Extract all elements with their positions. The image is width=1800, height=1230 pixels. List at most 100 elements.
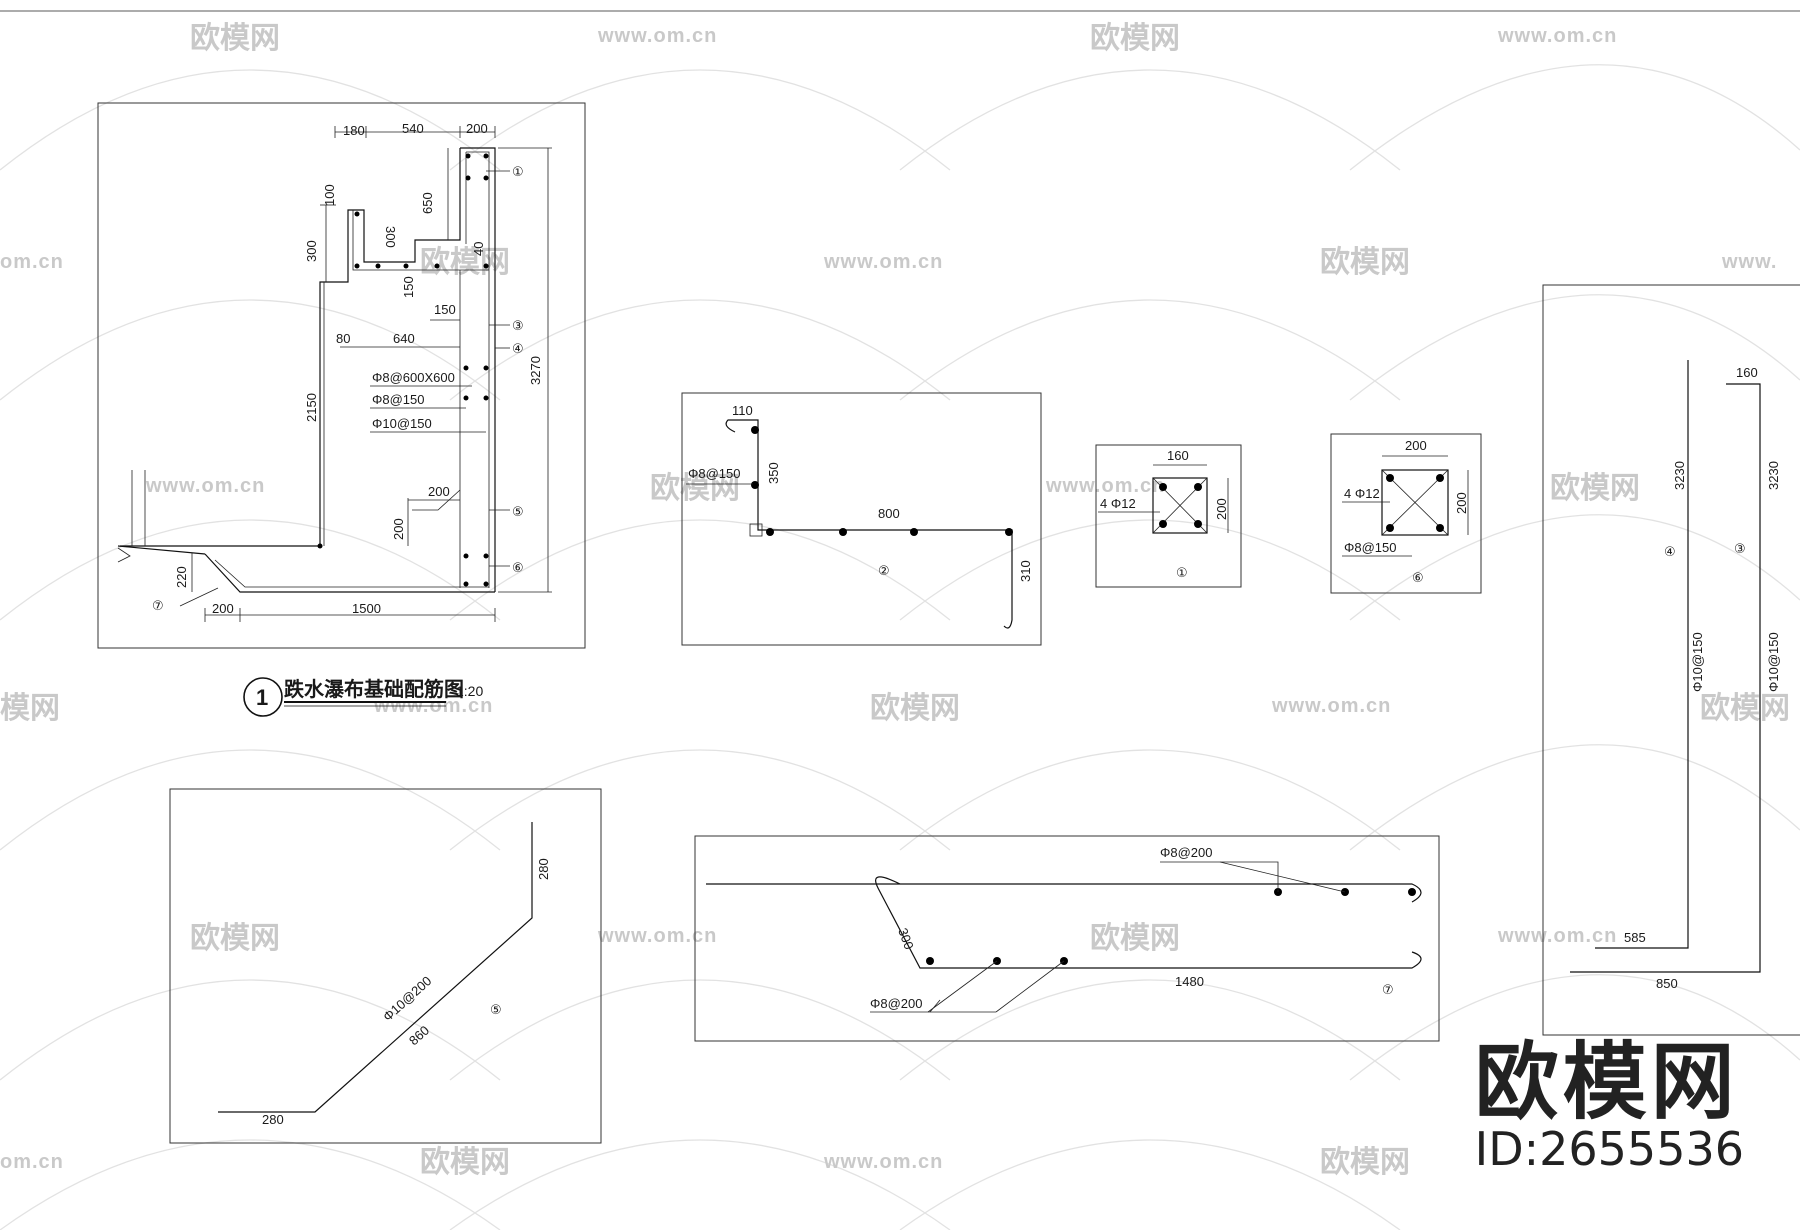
marker-7-detail: ⑦	[1382, 982, 1394, 997]
dim-300-inner: 300	[383, 226, 398, 248]
dim-3230-a: 3230	[1672, 461, 1687, 490]
brand-name: 欧模网	[1474, 1035, 1739, 1129]
marker-1-detail: ①	[1176, 565, 1188, 580]
dim-300-left: 300	[304, 240, 319, 262]
watermark-layer: 欧模网 欧模网 欧模网 欧模网 欧模网 欧模网 模网 欧模网 欧模网 欧模网 欧…	[0, 22, 1800, 1230]
detail-number-circle	[243, 677, 283, 717]
dim-1480: 1480	[1175, 974, 1204, 989]
dim-280-bot: 280	[262, 1112, 284, 1127]
marker-2: ②	[878, 563, 890, 578]
dimension-lines	[179, 126, 552, 622]
brand-block: 欧模网 ID:2655536	[1475, 1040, 1744, 1175]
detail-7: Φ8@200 300 1480 Φ8@200 ⑦	[694, 835, 1440, 1042]
dim-80: 80	[336, 331, 350, 346]
rebar-label: Φ10@200	[380, 973, 434, 1024]
watermark-brand: 欧模网	[1320, 1146, 1410, 1179]
footing-edge	[117, 545, 206, 555]
dim-200-side: 200	[1454, 492, 1469, 514]
watermark-url: www.om.cn	[1497, 25, 1617, 47]
dim-110: 110	[732, 403, 753, 418]
break-mark	[117, 547, 131, 563]
watermark-url: www.om.cn	[1045, 475, 1165, 497]
dim-200-top: 200	[1405, 438, 1427, 453]
rebar-label-bottom: Φ8@200	[870, 996, 923, 1011]
watermark-arcs	[0, 64, 1800, 1230]
watermark-brand: 欧模网	[1090, 922, 1180, 955]
rebar-label-b: Φ8@150	[1344, 540, 1397, 555]
dim-3230-b: 3230	[1766, 461, 1781, 490]
dim-200: 200	[1214, 498, 1229, 520]
detail-1-frame	[1095, 444, 1242, 588]
drawing-title-block: 1 跌水瀑布基础配筋图 1:20	[243, 677, 483, 717]
dim-2150: 2150	[304, 393, 319, 422]
dim-300: 300	[895, 926, 917, 952]
dim-310: 310	[1018, 560, 1033, 582]
footing-outline	[204, 553, 495, 593]
watermark-url: om.cn	[0, 1151, 64, 1173]
dim-540: 540	[402, 121, 424, 136]
marker-5: ⑤	[512, 504, 524, 519]
brand-id: ID:2655536	[1474, 1122, 1744, 1176]
dim-350: 350	[766, 462, 781, 484]
detail-number: 1	[256, 685, 268, 710]
marker-4-detail: ④	[1664, 544, 1676, 559]
watermark-url: www.	[1721, 251, 1777, 273]
watermark-brand: 欧模网	[650, 472, 740, 505]
detail-2: 110 Φ8@150 350 800 310 ②	[681, 392, 1042, 646]
watermark-brand: 欧模网	[870, 692, 960, 725]
drawing-scale: 1:20	[456, 683, 483, 699]
rebar-shape-2	[725, 419, 1013, 629]
detail-2-frame	[681, 392, 1042, 646]
watermark-brand: 欧模网	[420, 246, 510, 279]
detail-6-frame	[1330, 433, 1482, 594]
rebar-line	[412, 489, 461, 511]
rebar-label-stirrup: Φ8@150	[372, 392, 425, 407]
rebar-top-line	[706, 883, 1422, 903]
rebar-dots	[317, 153, 489, 587]
dim-640: 640	[393, 331, 415, 346]
watermark-url: www.om.cn	[145, 475, 265, 497]
stirrup-box	[1152, 477, 1208, 534]
rebar-line	[466, 151, 490, 588]
dim-850: 850	[1656, 976, 1678, 991]
dim-585: 585	[1624, 930, 1646, 945]
watermark-brand-partial: 模网	[0, 692, 60, 725]
marker-3: ③	[512, 318, 524, 333]
watermark-brand: 欧模网	[1320, 246, 1410, 279]
rebar-shape-7	[875, 876, 1422, 969]
marker-5-detail: ⑤	[490, 1002, 502, 1017]
marker-6-detail: ⑥	[1412, 570, 1424, 585]
rebar-label-3: Φ10@150	[1766, 632, 1781, 692]
rebar-shape-4	[1595, 360, 1689, 949]
dim-650: 650	[420, 192, 435, 214]
watermark-url: www.om.cn	[823, 251, 943, 273]
bend-square	[749, 523, 763, 537]
watermark-url: www.om.cn	[1271, 695, 1391, 717]
rebar-line	[214, 559, 489, 588]
watermark-brand: 欧模网	[420, 1146, 510, 1179]
watermark-brand: 欧模网	[190, 922, 280, 955]
rebar-label: Φ8@150	[688, 466, 741, 481]
marker-3-detail: ③	[1734, 541, 1746, 556]
dim-100: 100	[322, 184, 337, 206]
rebar-label-a: 4 Φ12	[1344, 486, 1380, 501]
detail-3-4-frame	[1542, 284, 1800, 1036]
dim-160: 160	[1736, 365, 1758, 380]
watermark-brand: 欧模网	[1090, 22, 1180, 55]
drawing-title: 跌水瀑布基础配筋图	[284, 677, 464, 701]
dim-1500: 1500	[352, 601, 381, 616]
stirrup-box	[1381, 469, 1449, 536]
rebar-label-top: Φ8@200	[1160, 845, 1213, 860]
leader-lines	[370, 170, 510, 567]
dim-200-top: 200	[466, 121, 488, 136]
dim-280-top: 280	[536, 858, 551, 880]
marker-4: ④	[512, 341, 524, 356]
detail-5-frame	[169, 788, 602, 1144]
watermark-url: www.om.cn	[823, 1151, 943, 1173]
detail-7-frame	[694, 835, 1440, 1042]
dim-200-mid: 200	[428, 484, 450, 499]
rebar-label-grid: Φ8@600X600	[372, 370, 455, 385]
dim-3270: 3270	[528, 356, 543, 385]
main-section-detail: 180 540 200 650 100 300 300 40 150 150 8…	[97, 102, 586, 649]
rebar-label: 4 Φ12	[1100, 496, 1136, 511]
